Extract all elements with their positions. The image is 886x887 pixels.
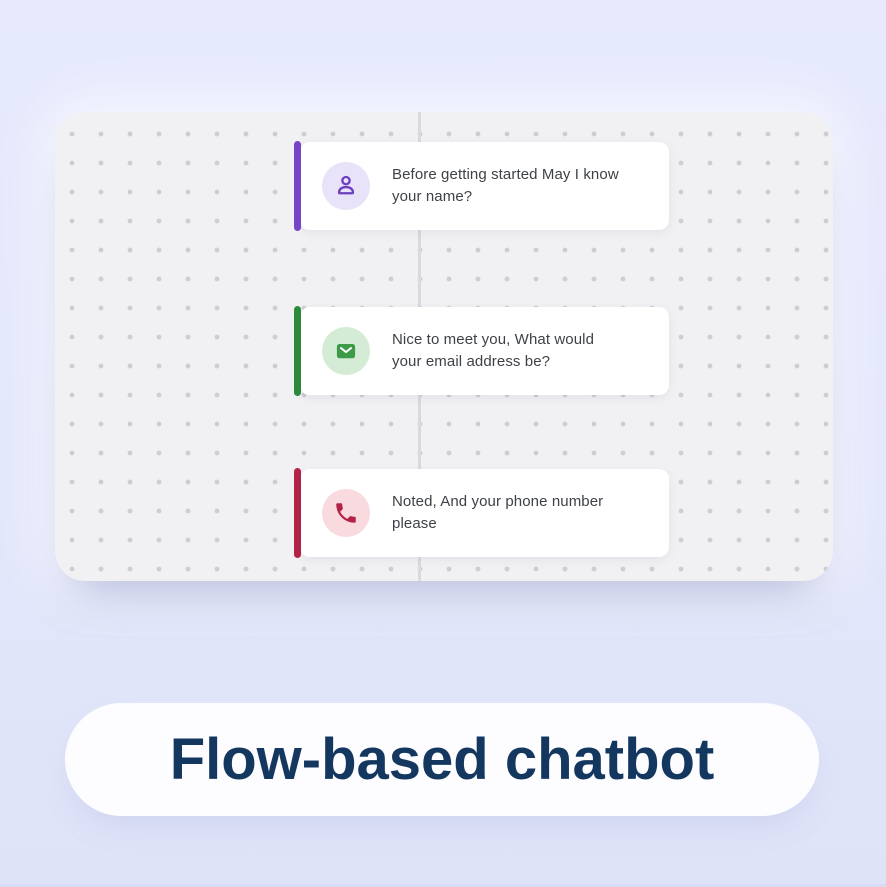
node-message-line: Before getting started May I know xyxy=(392,166,619,183)
flow-node-ask-name: Before getting started May I know your n… xyxy=(294,141,669,231)
node-card: Before getting started May I know your n… xyxy=(301,142,669,230)
node-accent-bar xyxy=(294,306,301,396)
title-banner: Flow-based chatbot xyxy=(65,703,819,816)
node-message-line: your email address be? xyxy=(392,353,551,370)
node-card: Noted, And your phone number please xyxy=(301,469,669,557)
phone-icon xyxy=(322,489,370,537)
node-message-line: Noted, And your phone number xyxy=(392,493,604,510)
bottom-edge-strip xyxy=(0,884,886,887)
mail-icon xyxy=(322,327,370,375)
title-text: Flow-based chatbot xyxy=(169,727,715,792)
node-accent-bar xyxy=(294,141,301,231)
node-message-line: Nice to meet you, What would xyxy=(392,331,595,348)
node-message: Before getting started May I know your n… xyxy=(392,164,619,208)
flow-node-ask-email: Nice to meet you, What would your email … xyxy=(294,306,669,396)
node-accent-bar xyxy=(294,468,301,558)
flow-canvas: Before getting started May I know your n… xyxy=(55,112,833,581)
node-message: Nice to meet you, What would your email … xyxy=(392,329,594,373)
node-message: Noted, And your phone number please xyxy=(392,491,603,535)
node-message-line: your name? xyxy=(392,188,473,205)
user-icon xyxy=(322,162,370,210)
node-message-line: please xyxy=(392,515,437,532)
node-card: Nice to meet you, What would your email … xyxy=(301,307,669,395)
flow-node-ask-phone: Noted, And your phone number please xyxy=(294,468,669,558)
